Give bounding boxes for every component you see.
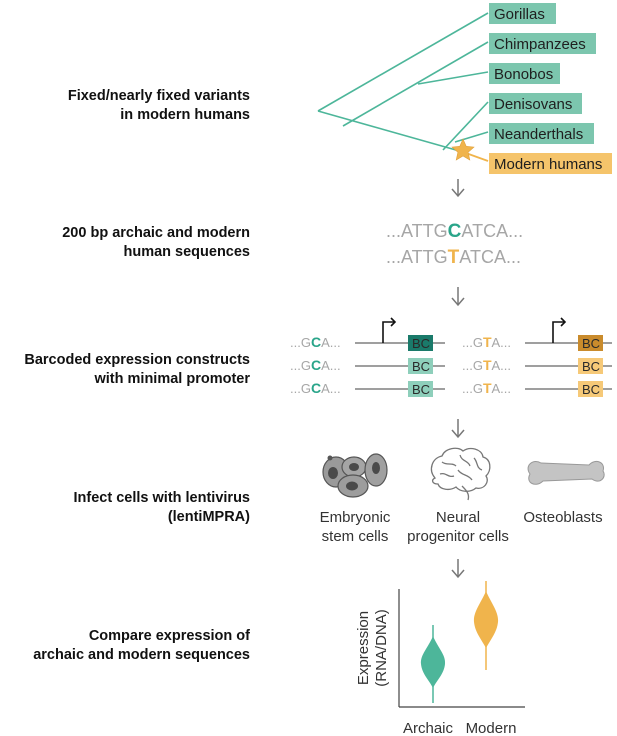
step-label-2-line2: human sequences — [123, 244, 250, 260]
step-label-3: Barcoded expression constructs with mini… — [24, 352, 250, 387]
species-neanderthals: Neanderthals — [494, 126, 583, 143]
archaic-construct-seq-1: ...GCA... — [290, 334, 341, 350]
cell-label-osteoblasts: Osteoblasts — [523, 509, 602, 526]
stem-cells-icon — [322, 453, 388, 498]
barcode-box-modern-2 — [578, 358, 603, 374]
barcode-label: BC — [412, 336, 430, 351]
plot-category-archaic: Archaic — [403, 720, 454, 736]
barcode-label: BC — [582, 382, 600, 397]
step-label-3-line1: Barcoded expression constructs — [24, 352, 250, 368]
modern-constructs: ...GTA... BC ...GTA... BC ...GTA... BC — [462, 317, 612, 397]
modern-violin — [473, 581, 499, 670]
step-label-1: Fixed/nearly fixed variants in modern hu… — [68, 88, 250, 123]
species-bonobos: Bonobos — [494, 66, 553, 83]
expression-plot: Expression (RNA/DNA) Archaic Modern — [355, 581, 525, 736]
tree-branches — [317, 12, 489, 153]
down-arrow-icon-1 — [451, 179, 465, 198]
flow-arrows — [451, 179, 465, 579]
down-arrow-icon-4 — [451, 559, 465, 579]
plot-ylabel-line2: (RNA/DNA) — [373, 609, 390, 687]
step-label-2: 200 bp archaic and modern human sequence… — [62, 225, 250, 260]
barcode-box-modern-3 — [578, 381, 603, 397]
cell-label-neural-line2: progenitor cells — [407, 528, 509, 545]
modern-seq-prefix: ...ATTG — [386, 247, 448, 267]
step-label-4: Infect cells with lentivirus (lentiMPRA) — [74, 490, 251, 525]
archaic-violin — [420, 625, 446, 703]
step-label-3-line2: with minimal promoter — [94, 371, 251, 387]
barcode-label: BC — [582, 336, 600, 351]
down-arrow-icon-3 — [451, 419, 465, 439]
cell-label-embryonic-line2: stem cells — [322, 528, 389, 545]
barcode-box-archaic-3 — [408, 381, 433, 397]
archaic-sequence: ...ATTGCATCA... — [386, 221, 523, 242]
modern-seq-suffix: ATCA... — [459, 247, 521, 267]
plot-category-modern: Modern — [466, 720, 517, 736]
archaic-construct-seq-3: ...GCA... — [290, 380, 341, 396]
plot-ylabel-line1: Expression — [355, 611, 372, 685]
sequence-pair: ...ATTGCATCA... ...ATTGTATCA... — [386, 221, 523, 268]
down-arrow-icon-2 — [451, 287, 465, 307]
species-chimpanzees: Chimpanzees — [494, 36, 586, 53]
species-label-bg-bonobos — [489, 63, 560, 84]
step-label-4-line1: Infect cells with lentivirus — [74, 490, 250, 506]
step-label-5-line2: archaic and modern sequences — [33, 647, 250, 663]
promoter-arrow-icon — [382, 317, 397, 343]
step-label-1-line2: in modern humans — [120, 107, 250, 123]
species-denisovans: Denisovans — [494, 96, 572, 113]
species-label-bg-gorillas — [489, 3, 556, 24]
step-label-5-line1: Compare expression of — [89, 628, 250, 644]
step-label-1-line1: Fixed/nearly fixed variants — [68, 88, 250, 104]
modern-sequence: ...ATTGTATCA... — [386, 247, 521, 268]
barcode-label: BC — [582, 359, 600, 374]
barcode-label: BC — [412, 359, 430, 374]
modern-construct-seq-2: ...GTA... — [462, 357, 511, 373]
brain-icon — [430, 447, 491, 501]
species-gorillas: Gorillas — [494, 6, 545, 23]
bone-icon — [527, 460, 605, 485]
species-label-bg-modern-humans — [489, 153, 612, 174]
species-modern-humans: Modern humans — [494, 156, 602, 173]
species-label-bg-denisovans — [489, 93, 582, 114]
archaic-seq-prefix: ...ATTG — [386, 221, 448, 241]
step-label-5: Compare expression of archaic and modern… — [33, 628, 250, 663]
species-labels: Gorillas Chimpanzees Bonobos Denisovans … — [489, 3, 612, 174]
archaic-seq-suffix: ATCA... — [461, 221, 523, 241]
star-icon — [451, 138, 475, 161]
barcode-box-modern-1 — [578, 335, 603, 351]
barcode-label: BC — [412, 382, 430, 397]
step-label-4-line2: (lentiMPRA) — [168, 509, 250, 525]
modern-seq-variant: T — [448, 247, 460, 268]
barcode-box-archaic-1 — [408, 335, 433, 351]
cell-label-neural-line1: Neural — [436, 509, 480, 526]
species-label-bg-neanderthals — [489, 123, 594, 144]
archaic-construct-seq-2: ...GCA... — [290, 357, 341, 373]
archaic-constructs: ...GCA... BC ...GCA... BC ...GCA... BC — [290, 317, 445, 397]
promoter-arrow-icon — [552, 317, 567, 343]
modern-construct-seq-3: ...GTA... — [462, 380, 511, 396]
cell-label-embryonic-line1: Embryonic — [320, 509, 391, 526]
archaic-seq-variant: C — [448, 221, 462, 242]
modern-construct-seq-1: ...GTA... — [462, 334, 511, 350]
phylogenetic-tree: Gorillas Chimpanzees Bonobos Denisovans … — [317, 3, 612, 174]
cell-type-labels: Embryonic stem cells Neural progenitor c… — [320, 509, 603, 545]
barcode-box-archaic-2 — [408, 358, 433, 374]
step-label-2-line1: 200 bp archaic and modern — [62, 225, 250, 241]
species-label-bg-chimpanzees — [489, 33, 596, 54]
